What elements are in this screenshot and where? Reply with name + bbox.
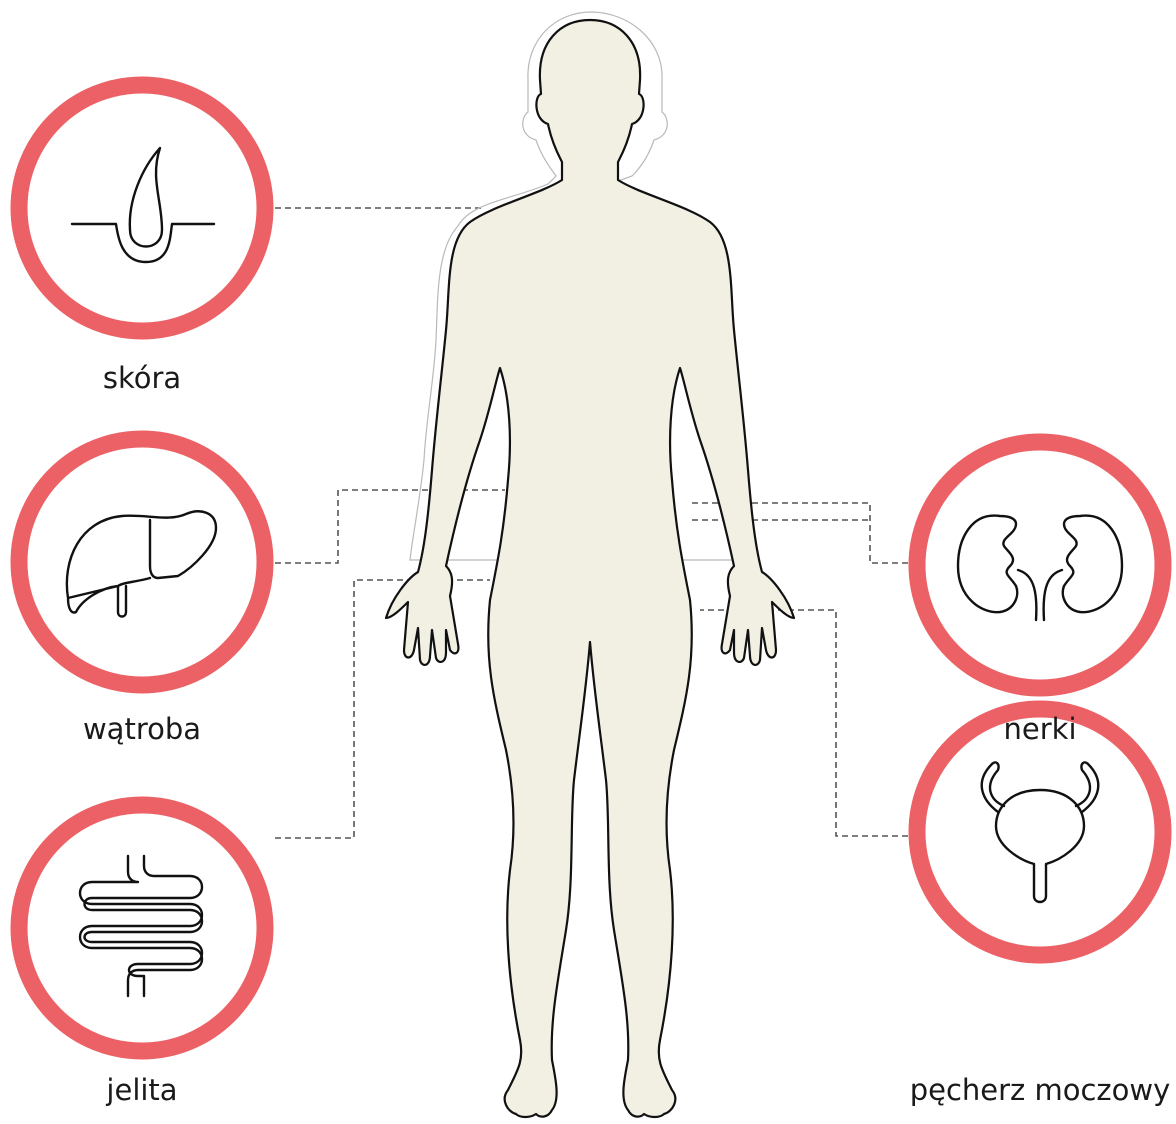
body-fill [386, 20, 794, 1117]
intestines-ring [19, 805, 265, 1051]
organ-label-kidneys: nerki [1004, 715, 1077, 744]
human-body-silhouette [386, 12, 794, 1117]
connector-liver [275, 490, 505, 563]
bladder-icon [982, 762, 1099, 902]
kidneys-ring [917, 442, 1163, 688]
skin-ring [19, 85, 265, 331]
connector-intestines [275, 580, 490, 838]
organ-label-intestines: jelita [106, 1076, 177, 1105]
organ-label-liver: wątroba [83, 715, 201, 744]
organ-label-skin: skóra [103, 364, 181, 393]
liver-icon [67, 511, 216, 616]
kidneys-icon [958, 516, 1122, 620]
organ-label-bladder: pęcherz moczowy [910, 1076, 1171, 1105]
intestines-icon [80, 856, 202, 996]
liver-ring [19, 439, 265, 685]
connector-bladder [700, 610, 918, 836]
skin-hair-follicle-icon [72, 148, 214, 262]
